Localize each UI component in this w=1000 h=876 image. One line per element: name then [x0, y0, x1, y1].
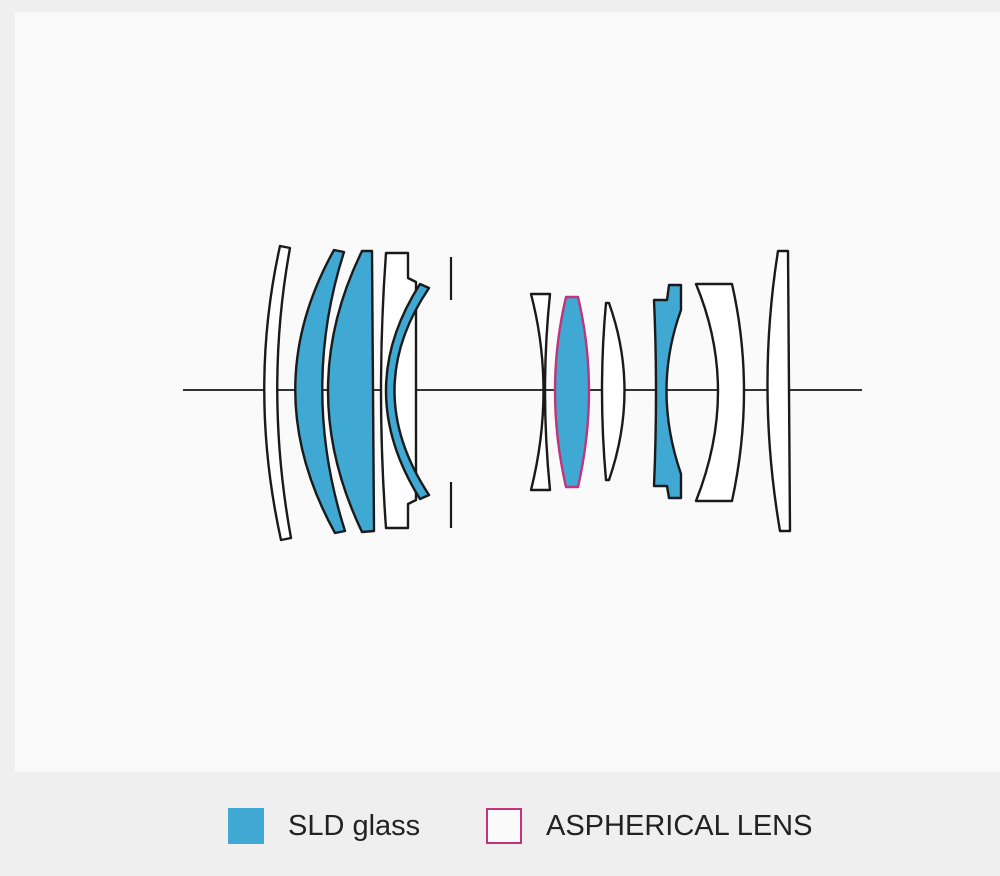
lens-element-2-sld: [294, 248, 347, 535]
lens-element-10: [694, 282, 746, 503]
lens-element-5-sld: [384, 282, 431, 501]
lens-element-3-sld: [326, 249, 376, 534]
aspherical-swatch: [486, 808, 522, 844]
lens-element-11: [766, 249, 792, 533]
aspherical-legend-label: ASPHERICAL LENS: [546, 810, 813, 842]
lens-element-6: [529, 292, 552, 492]
lens-element-1: [263, 244, 293, 542]
legend: SLD glass ASPHERICAL LENS: [0, 796, 1000, 856]
lens-element-8: [600, 301, 626, 482]
lens-element-9-sld: [652, 283, 683, 500]
diagram-panel: [15, 12, 1000, 772]
lens-element-7-sld-aspherical: [553, 295, 591, 489]
lens-construction-diagram: [183, 244, 862, 542]
sld-legend-label: SLD glass: [288, 810, 421, 842]
sld-swatch: [228, 808, 264, 844]
